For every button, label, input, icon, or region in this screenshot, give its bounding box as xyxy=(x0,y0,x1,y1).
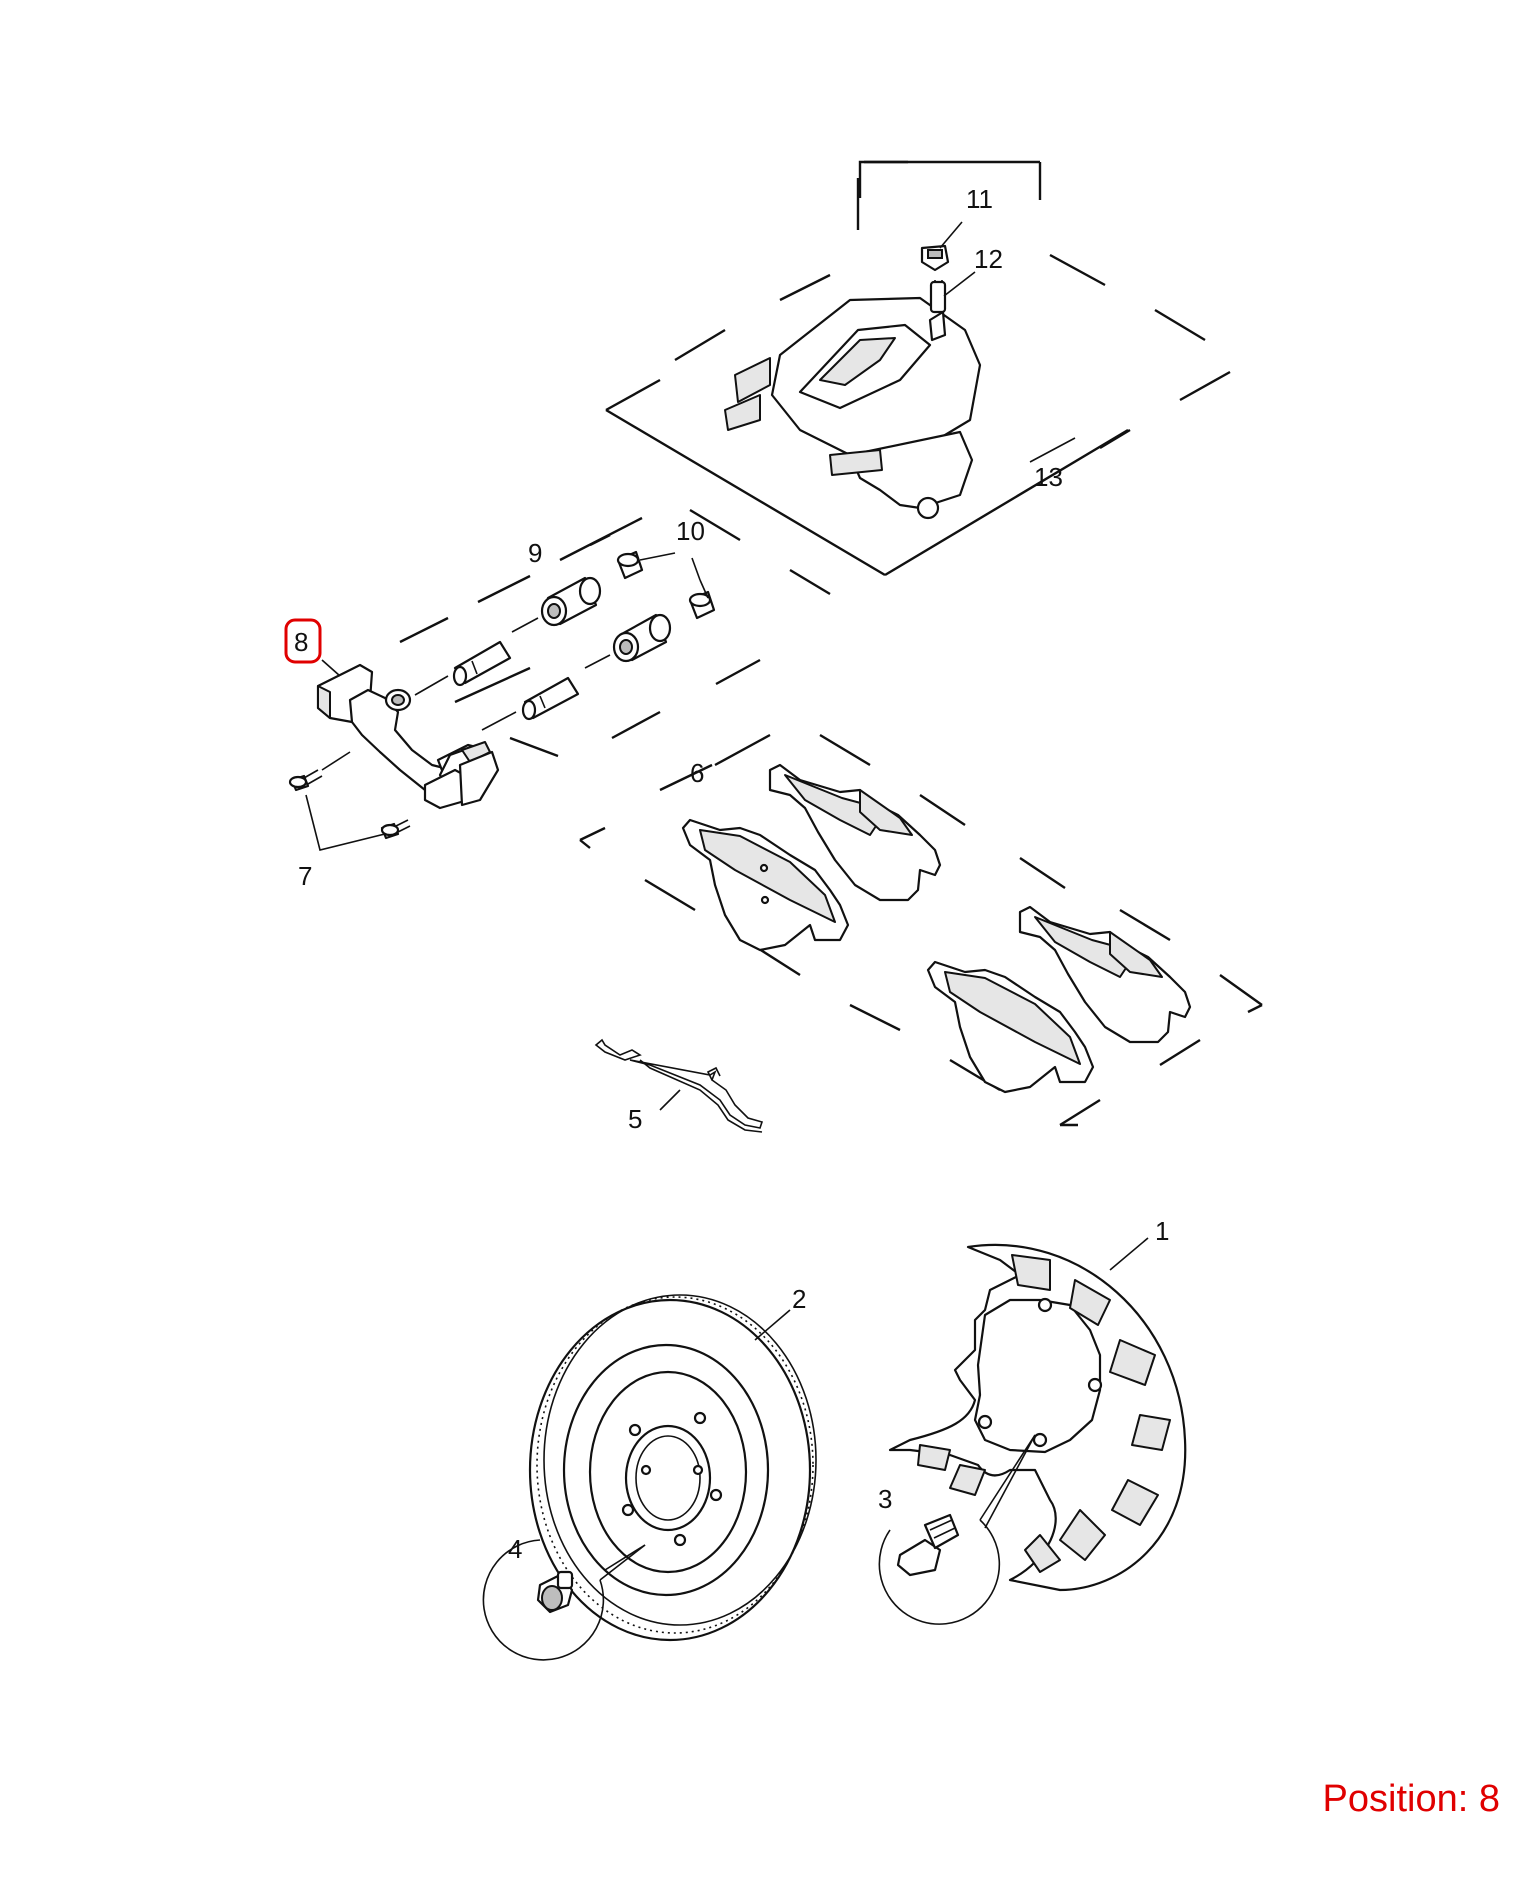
splash-shield xyxy=(888,1237,1187,1592)
brake-pad-inner-2 xyxy=(1018,905,1192,1044)
shield-bolt-detail xyxy=(878,1434,1036,1625)
callout-11: 11 xyxy=(966,184,993,214)
guide-bush-lower xyxy=(584,613,672,669)
dust-cap-upper xyxy=(616,550,676,580)
callout-10: 10 xyxy=(676,516,705,546)
guide-pin-upper xyxy=(414,640,512,696)
callout-6: 6 xyxy=(690,758,704,788)
callout-5: 5 xyxy=(628,1104,642,1134)
carrier-bolt-lower xyxy=(380,819,411,840)
brake-pad-outer-2 xyxy=(926,960,1095,1094)
callout-labels: 1 2 3 4 5 6 7 9 10 11 12 13 xyxy=(298,184,1169,1564)
callout-13: 13 xyxy=(1034,462,1063,492)
callout-12: 12 xyxy=(974,244,1003,274)
anti-rattle-spring xyxy=(594,1038,764,1133)
brake-caliper xyxy=(724,280,982,520)
guide-pin-frame xyxy=(399,508,831,758)
callout-4: 4 xyxy=(508,1534,522,1564)
bleed-cap xyxy=(920,244,950,272)
caliper-carrier xyxy=(316,663,500,810)
callout-8: 8 xyxy=(294,627,308,657)
bleed-screw xyxy=(929,280,947,314)
position-label: Position: 8 xyxy=(1322,1778,1500,1820)
brake-pad-inner-1 xyxy=(768,763,942,902)
guide-pin-lower xyxy=(481,676,580,731)
callout-8-highlight: 8 xyxy=(284,618,322,664)
callout-7: 7 xyxy=(298,861,312,891)
guide-bush-upper xyxy=(511,576,602,633)
callout-1: 1 xyxy=(1155,1216,1169,1246)
brake-disc xyxy=(528,1294,817,1642)
caliper-frame xyxy=(605,160,1231,577)
callout-9: 9 xyxy=(528,538,542,568)
disc-screw-detail xyxy=(482,1539,646,1661)
brake-pad-outer-1 xyxy=(681,818,850,952)
callout-3: 3 xyxy=(878,1484,892,1514)
callout-2: 2 xyxy=(792,1284,806,1314)
carrier-bolt-upper xyxy=(288,751,351,792)
dust-cap-lower xyxy=(688,557,716,620)
brake-pad-frame xyxy=(579,733,1263,1127)
